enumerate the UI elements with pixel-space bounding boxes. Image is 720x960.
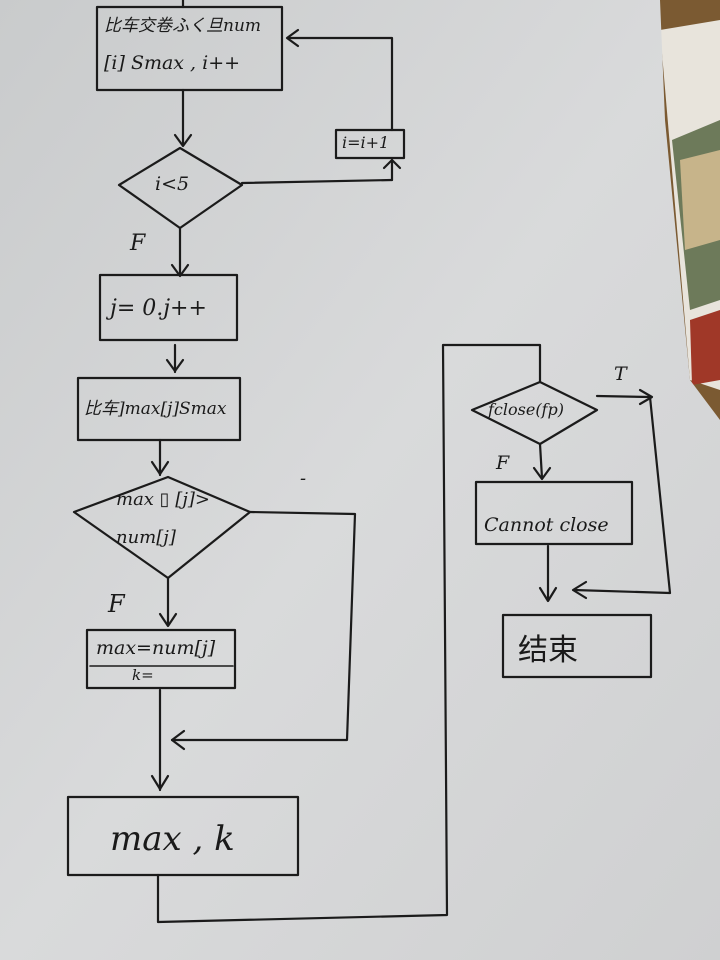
compare-box-label: 比车]max[j]Smax	[84, 399, 227, 419]
connector-to-right-column	[156, 343, 542, 924]
decision-2-mark: -	[300, 468, 307, 489]
arrowhead	[638, 388, 654, 406]
end-box	[501, 613, 653, 679]
increment-box	[334, 128, 406, 160]
arrowhead	[285, 28, 300, 48]
arrowhead	[532, 466, 552, 481]
init-box-label: j= 0.j++	[110, 296, 207, 321]
decision2-bypass-line	[170, 510, 357, 742]
decision-2-line2: num[j]	[116, 527, 176, 548]
fclose-false-label: F	[496, 452, 510, 474]
arrow-fclose-to-process	[538, 442, 544, 480]
decision-2-false-label: F	[108, 590, 125, 618]
arrowhead	[150, 774, 170, 791]
fclose-decision-label: fclose(fp)	[488, 400, 564, 419]
arrowhead	[158, 612, 178, 628]
arrowhead	[173, 133, 193, 148]
arrowhead	[571, 580, 588, 600]
cannot-close-label: Cannot close	[484, 514, 609, 536]
loop-back-line	[286, 36, 394, 132]
increment-box-label: i=i+1	[342, 133, 390, 152]
loop-line-right	[240, 178, 394, 185]
fclose-true-label: T	[614, 363, 627, 385]
fclose-true-line	[572, 394, 672, 595]
arrowhead	[538, 586, 558, 603]
arrowhead	[165, 358, 185, 373]
assign-box	[85, 628, 237, 690]
assign-box-line1: max=num[j]	[96, 637, 216, 659]
arrowhead	[150, 460, 170, 476]
arrowhead	[170, 729, 186, 751]
top-process-box	[95, 5, 284, 92]
cannot-close-box	[474, 480, 634, 546]
output-box-label: max , k	[110, 819, 235, 859]
arrowhead	[382, 158, 402, 170]
init-box	[98, 273, 239, 342]
decision-2-line1: max ▯ [j]>	[116, 489, 211, 510]
end-box-label: 结束	[518, 633, 578, 668]
decision-1-false-label: F	[130, 231, 146, 256]
output-box	[66, 795, 300, 877]
assign-box-line2: k=	[132, 666, 154, 684]
top-box-line2: [i] Smax , i++	[104, 52, 241, 74]
top-box-line1: 比车交卷ふく旦num	[104, 16, 262, 36]
decision-1-label: i<5	[155, 173, 190, 195]
